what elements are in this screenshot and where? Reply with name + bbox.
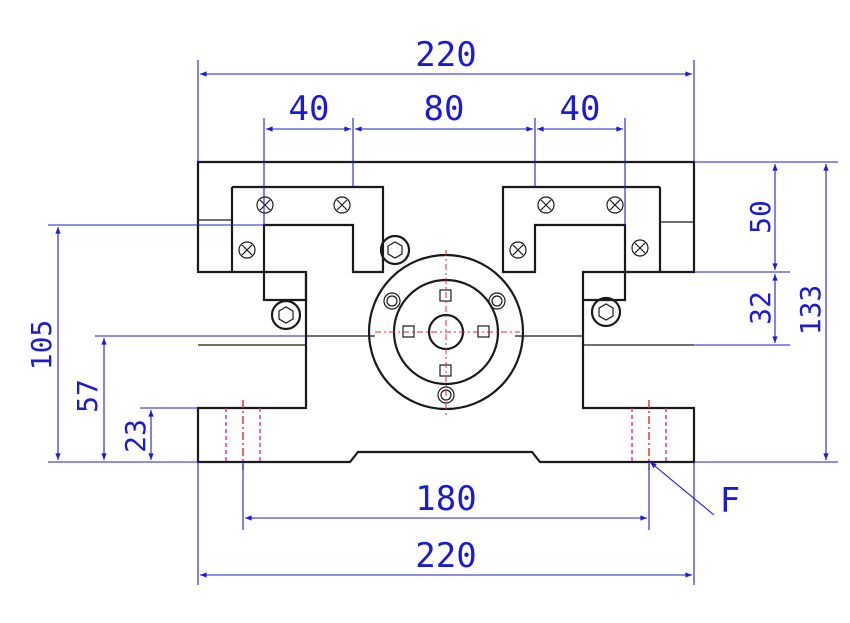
socket-screws [270, 234, 622, 331]
bolt-heads [238, 196, 649, 259]
dim-slot-right: 40 [560, 89, 601, 129]
left-jaw [230, 185, 385, 302]
dim-overall-width-bottom: 220 [415, 536, 476, 576]
dim-slot-left: 40 [289, 89, 330, 129]
right-jaw [501, 185, 662, 302]
dim-hole-spacing: 180 [415, 479, 476, 519]
dimension-labels: 220 40 80 40 50 32 133 105 57 23 180 220… [25, 35, 827, 576]
dim-overall-width-top: 220 [415, 35, 476, 75]
dim-height-left: 105 [25, 320, 58, 371]
dim-height-base: 23 [119, 419, 152, 453]
dim-height-upper: 50 [744, 200, 777, 234]
dimension-lines [48, 60, 838, 585]
dim-height-total-right: 133 [794, 285, 827, 336]
hidden-holes [225, 400, 667, 470]
dim-slot-center: 80 [424, 89, 465, 129]
callout-label: F [720, 481, 740, 521]
dim-height-mid: 57 [71, 379, 104, 413]
dim-height-step: 32 [744, 291, 777, 325]
center-chuck [367, 250, 525, 415]
